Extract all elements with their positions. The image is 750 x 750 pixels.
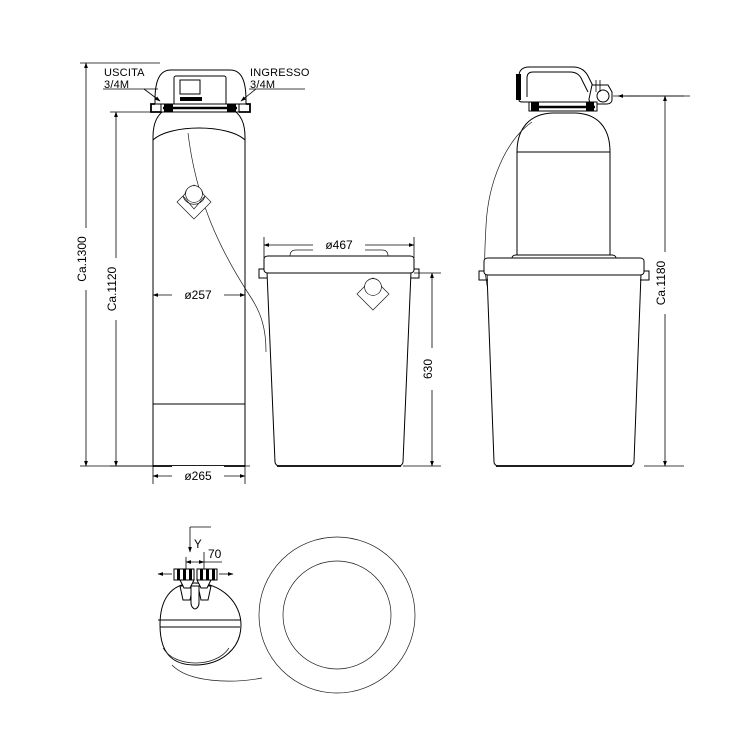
- dimension-base-diameter: ø265: [152, 466, 246, 484]
- outlet-label-line1: USCITA: [104, 67, 145, 79]
- tank-top-view-circles: [258, 536, 416, 694]
- dimension-port-spacing-text: 70: [208, 547, 222, 561]
- inlet-label-line2: 3/4M: [250, 79, 275, 91]
- dimension-tank-diameter-text: ø257: [184, 288, 212, 302]
- dimension-brine-tank-width-text: ø467: [325, 238, 353, 252]
- brine-tank-logo: [356, 277, 390, 311]
- control-valve-head-side: [516, 66, 690, 112]
- brine-tank-side: [478, 257, 650, 467]
- port-fitting-left: [157, 568, 195, 601]
- dimension-overall-height-text: Ca.1300: [75, 236, 89, 282]
- dimension-brine-tank-height: 630: [403, 272, 441, 467]
- dimension-tank-diameter: ø257: [152, 225, 246, 305]
- section-marker-label: Y: [194, 539, 202, 551]
- control-valve-head-front: [150, 69, 251, 113]
- dimension-brine-tank-height-text: 630: [421, 359, 435, 379]
- side-view: Ca.1180: [478, 66, 690, 467]
- port-fittings-top-view: [157, 568, 234, 610]
- brine-tank-front: [258, 249, 420, 467]
- callout-outlet: USCITA 3/4M: [103, 67, 161, 102]
- valve-body-top-view: [158, 582, 263, 682]
- front-view: USCITA 3/4M INGRESSO 3/4M Ca.1300 Ca.112…: [75, 62, 441, 484]
- inlet-label-line1: INGRESSO: [250, 67, 310, 79]
- port-fitting-right: [196, 568, 234, 601]
- section-marker-y: Y: [188, 526, 211, 553]
- water-drop-diamond-logo: [176, 184, 212, 220]
- resin-tank-base: [152, 403, 246, 467]
- dimension-base-diameter-text: ø265: [184, 469, 212, 483]
- outlet-label-line2: 3/4M: [104, 79, 129, 91]
- dimension-tank-height: Ca.1120: [105, 111, 168, 467]
- callout-inlet: INGRESSO 3/4M: [240, 67, 310, 102]
- dimension-overall-height: Ca.1300: [75, 62, 250, 467]
- dimension-tank-height-text: Ca.1120: [105, 266, 119, 311]
- top-view: Y 70: [157, 526, 416, 694]
- dimension-brine-tank-width: ø467: [263, 235, 415, 258]
- dimension-side-overall-height: Ca.1180: [613, 95, 684, 467]
- dimension-side-overall-height-text: Ca.1180: [654, 260, 668, 305]
